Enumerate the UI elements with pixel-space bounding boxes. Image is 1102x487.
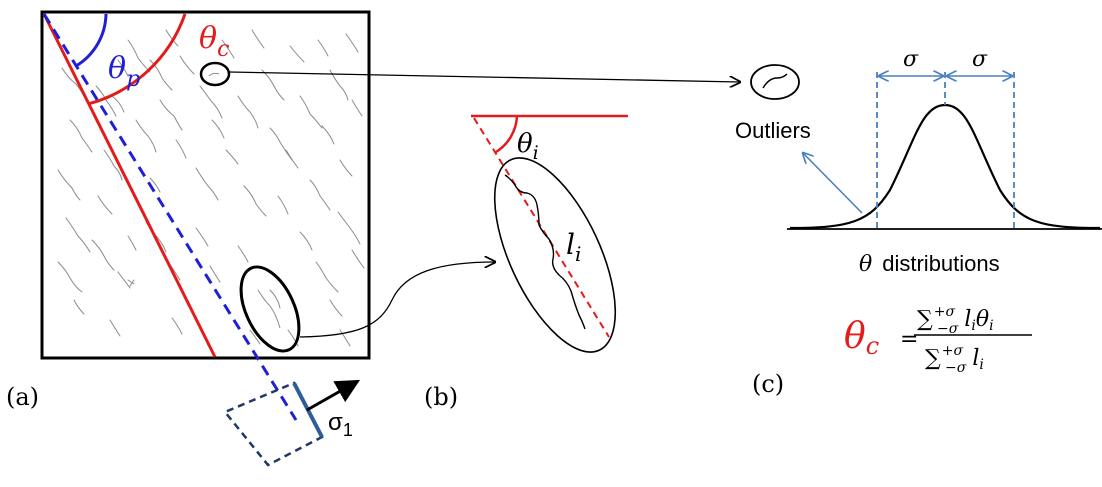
outlier-icon-ellipse (750, 64, 800, 100)
panel-a: θp θc σ1 (a) (6, 10, 740, 467)
theta-c-direction-line (42, 13, 217, 358)
theta-i-label: θi (517, 129, 539, 164)
distribution-curve (789, 103, 1101, 230)
theta-p-arc (75, 13, 108, 68)
panel-b-label: (b) (424, 383, 458, 411)
panel-b: θi li (b) (424, 114, 628, 411)
crack-texture (57, 29, 365, 347)
crack-connector (299, 262, 495, 338)
crack-orientation-line (473, 117, 610, 338)
outlier-ellipse (199, 61, 231, 87)
sigma-left-label: σ (903, 47, 919, 72)
formula-equals: = (900, 327, 918, 352)
theta-p-label: θp (108, 51, 140, 92)
theta-c-arc (87, 13, 187, 106)
outlier-connector (228, 71, 740, 82)
theta-p-direction-line (42, 13, 298, 421)
outliers-label: Outliers (735, 118, 811, 143)
outlier-pointer-arrow (803, 153, 863, 214)
crack-zoom-ellipse (493, 157, 617, 353)
panel-a-frame (40, 10, 371, 360)
sigma-right-label: σ (972, 47, 988, 72)
crack-trace (504, 174, 586, 330)
stress-element (222, 379, 361, 467)
l-i-label: li (566, 228, 581, 266)
selected-crack-ellipse (239, 265, 301, 353)
theta-i-arc (495, 115, 519, 154)
theta-c-label: θc (199, 21, 229, 62)
sigma1-arrow (306, 379, 361, 412)
formula-lhs: θc (844, 316, 879, 360)
sigma1-label: σ1 (328, 409, 353, 440)
panel-a-label: (a) (6, 383, 39, 411)
panel-c-label: (c) (752, 370, 784, 398)
